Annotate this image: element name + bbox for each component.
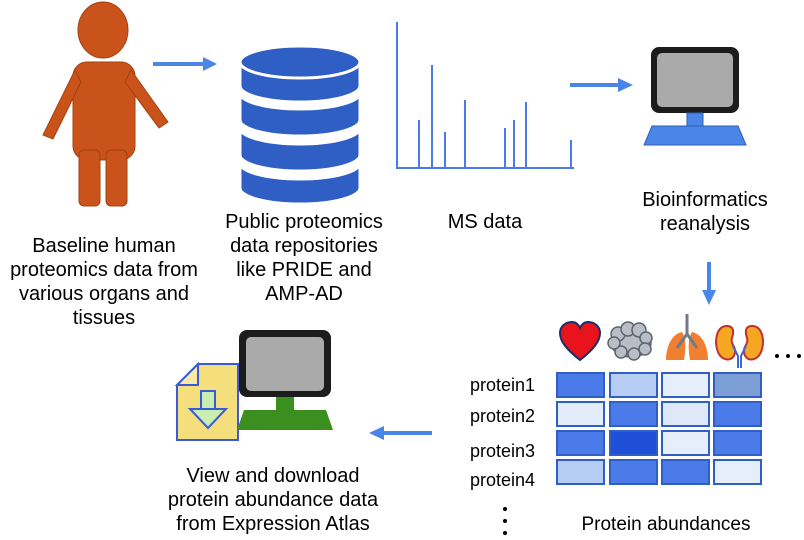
arrow-down-to-heatmap xyxy=(702,262,716,305)
arrow-person-to-db xyxy=(153,57,217,71)
download-file-icon xyxy=(174,361,239,441)
human-caption-line: various organs and xyxy=(18,283,190,305)
brain-icon xyxy=(607,321,653,361)
protein-label: protein1 xyxy=(470,375,536,395)
repository-caption: Public proteomics data repositories like… xyxy=(214,210,394,306)
human-caption-line: proteomics data from xyxy=(10,259,198,281)
heatmap-cell xyxy=(556,459,605,485)
abundances-caption: Protein abundances xyxy=(581,514,751,535)
heatmap-cell xyxy=(661,401,710,427)
bioinformatics-caption-line: reanalysis xyxy=(659,213,751,235)
human-caption-line: Baseline human xyxy=(32,235,176,257)
person-icon xyxy=(42,1,169,207)
protein-label: protein3 xyxy=(470,441,536,461)
heatmap-cell xyxy=(609,372,658,398)
protein-label: protein2 xyxy=(470,406,536,426)
heart-icon xyxy=(558,320,602,362)
protein-label: protein4 xyxy=(470,470,536,490)
more-organs-ellipsis xyxy=(775,354,801,358)
ms-data-caption: MS data xyxy=(447,211,523,233)
repository-caption-line: like PRIDE and xyxy=(236,259,372,281)
download-caption-line: from Expression Atlas xyxy=(176,513,370,535)
atlas-computer-icon xyxy=(237,330,333,430)
heatmap-cell xyxy=(556,401,605,427)
heatmap-cell xyxy=(661,372,710,398)
heatmap-cell xyxy=(609,459,658,485)
arrow-ms-to-computer xyxy=(570,78,633,92)
heatmap-cell xyxy=(609,401,658,427)
lung-icon xyxy=(666,314,708,360)
heatmap-cell xyxy=(713,459,762,485)
bioinformatics-caption: Bioinformatics reanalysis xyxy=(610,188,800,236)
repository-caption-line: AMP-AD xyxy=(265,283,343,305)
download-caption-line: View and download xyxy=(186,465,360,487)
repository-caption-line: data repositories xyxy=(230,235,378,257)
heatmap-cell xyxy=(713,401,762,427)
database-icon xyxy=(238,44,362,206)
more-proteins-ellipsis xyxy=(503,507,507,535)
heatmap-cell xyxy=(556,430,605,456)
computer-icon xyxy=(643,47,747,146)
repository-caption-line: Public proteomics xyxy=(225,211,383,233)
heatmap-cell xyxy=(661,459,710,485)
human-caption-line: tissues xyxy=(72,307,136,329)
human-caption: Baseline human proteomics data from vari… xyxy=(4,234,204,330)
heatmap-cell xyxy=(661,430,710,456)
protein-abundance-heatmap xyxy=(556,372,762,485)
bioinformatics-caption-line: Bioinformatics xyxy=(642,189,768,211)
arrow-heatmap-to-atlas xyxy=(369,426,432,440)
download-caption: View and download protein abundance data… xyxy=(148,464,398,536)
download-caption-line: protein abundance data xyxy=(167,489,379,511)
heatmap-cell xyxy=(713,430,762,456)
heatmap-cell xyxy=(609,430,658,456)
heatmap-cell xyxy=(713,372,762,398)
heatmap-cell xyxy=(556,372,605,398)
ms-spectrum-chart xyxy=(396,22,574,169)
kidney-icon xyxy=(715,324,764,368)
